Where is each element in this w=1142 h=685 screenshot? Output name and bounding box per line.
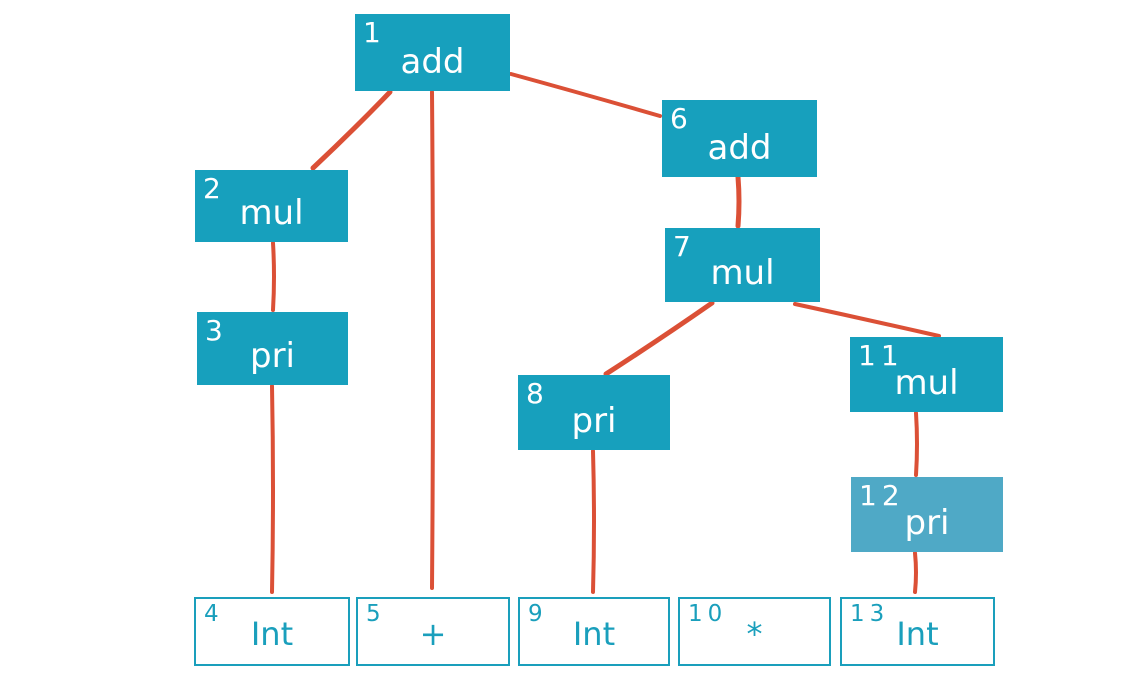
node-label: Int [896,615,939,653]
edge-1-5 [430,90,435,590]
tree-node-2: 2 mul [195,170,348,242]
node-label: pri [571,401,617,441]
node-number: 10 [688,601,728,627]
edge-1-6 [509,72,662,118]
node-label: + [419,615,447,653]
node-number: 1 [363,16,386,49]
node-number: 12 [859,479,905,512]
edge-7-11 [793,302,941,338]
tree-node-3: 3 pri [197,312,348,385]
edge-6-7 [735,174,742,229]
node-number: 2 [203,172,226,205]
tree-node-8: 8 pri [518,375,670,450]
edge-3-4 [270,384,275,594]
node-label: mul [710,253,775,293]
node-number: 6 [670,102,693,135]
tree-node-5: 5+ [356,597,510,666]
node-number: 7 [673,230,696,263]
node-number: 5 [366,601,386,627]
node-label: pri [249,336,295,376]
node-number: 8 [526,377,549,410]
node-label: Int [250,615,294,653]
edge-1-2 [310,89,393,171]
edge-8-9 [591,449,596,594]
edge-11-12 [914,411,919,477]
tree-node-6: 6 add [662,100,817,177]
tree-node-10: 10 * [678,597,831,666]
edge-12-13 [913,551,918,594]
node-number: 11 [858,339,904,372]
node-number: 13 [850,601,890,627]
node-number: 4 [204,601,224,627]
node-label: Int [572,615,616,653]
node-label: add [707,128,772,168]
node-label: mul [894,363,959,403]
node-number: 9 [528,601,548,627]
tree-node-7: 7 mul [665,228,820,302]
edge-7-8 [603,300,715,377]
node-number: 3 [205,314,228,347]
tree-node-1: 1 add [355,14,510,91]
node-label: * [746,615,763,653]
node-label: pri [904,503,950,543]
edge-2-3 [271,241,276,312]
node-label: mul [239,193,304,233]
node-label: add [400,42,465,82]
